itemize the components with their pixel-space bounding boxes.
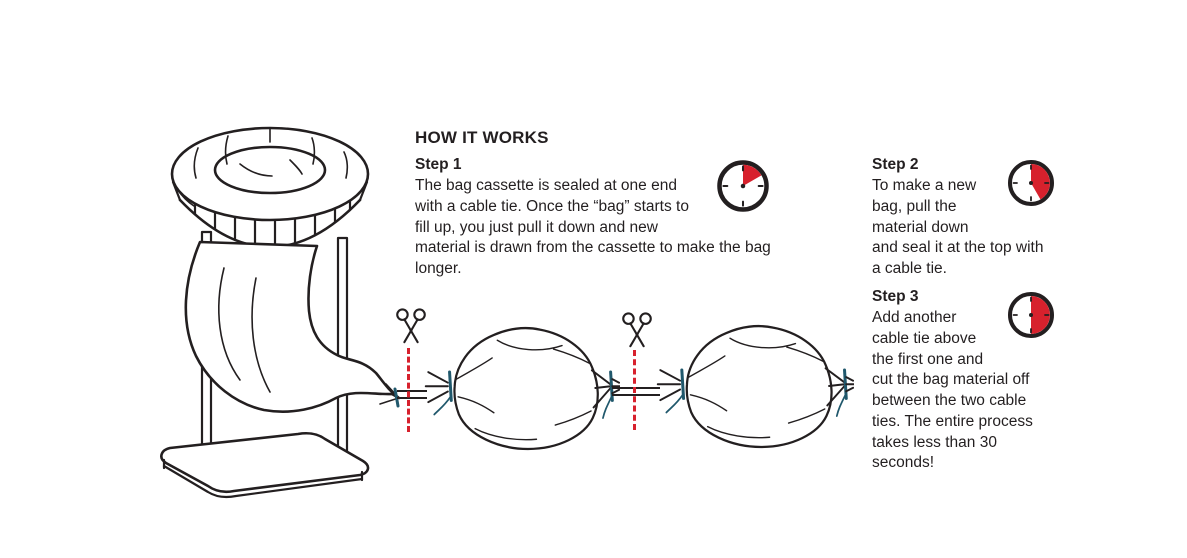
- cut-line-dashed: [407, 348, 410, 432]
- tied-bag-illustration-1: [424, 326, 620, 451]
- bag-stand-illustration: [160, 126, 401, 499]
- timer-icon-step-2: [1006, 158, 1056, 213]
- bag-material-connector: [397, 390, 427, 399]
- bag-right-gather: [824, 367, 846, 407]
- bag-left-ruffle: [656, 369, 682, 402]
- bag-left-ruffle: [424, 371, 449, 404]
- stand-base: [160, 431, 370, 499]
- cut-line-dashed: [633, 350, 636, 430]
- scissors-icon: [618, 310, 656, 357]
- cable-tie-stand-bag: [393, 387, 400, 408]
- bag-material-connector: [612, 387, 660, 396]
- timer-icon-step-1: [715, 158, 771, 219]
- cable-tie-tail-left: [433, 395, 452, 416]
- bag-body: [685, 324, 833, 449]
- step-1-heading: Step 1: [415, 156, 462, 173]
- cable-tie-tail-left: [665, 393, 684, 414]
- timer-icon-step-3: [1006, 290, 1056, 345]
- bag-body: [453, 326, 599, 451]
- step-3: Step 3 Add another cable tie above the f…: [872, 288, 1056, 474]
- step-1: Step 1 The bag cassette is sealed at one…: [415, 156, 771, 280]
- step-2-heading: Step 2: [872, 156, 919, 173]
- cable-tie-left: [448, 370, 453, 402]
- step-2: Step 2 To make a new bag, pull the mater…: [872, 156, 1056, 280]
- tied-bag-illustration-2: [656, 324, 854, 449]
- bag-right-ruffle: [611, 378, 620, 395]
- stand-hanging-bag: [184, 240, 401, 413]
- step-3-heading: Step 3: [872, 288, 919, 305]
- page-title: HOW IT WORKS: [415, 128, 549, 147]
- bag-right-ruffle: [845, 376, 854, 393]
- cable-tie-tail-right: [602, 395, 613, 419]
- step-3-text: Add another cable tie above the first on…: [872, 309, 1033, 472]
- step-1-text: The bag cassette is sealed at one end wi…: [415, 177, 771, 278]
- bag-right-gather: [590, 369, 612, 409]
- scissors-icon: [392, 306, 430, 353]
- step-2-text: To make a new bag, pull the material dow…: [872, 177, 1044, 278]
- stand-bag-rim: [170, 126, 370, 222]
- cable-tie-tail-right: [835, 393, 847, 417]
- stand-right-leg: [336, 236, 349, 464]
- cable-tie-left: [680, 368, 686, 400]
